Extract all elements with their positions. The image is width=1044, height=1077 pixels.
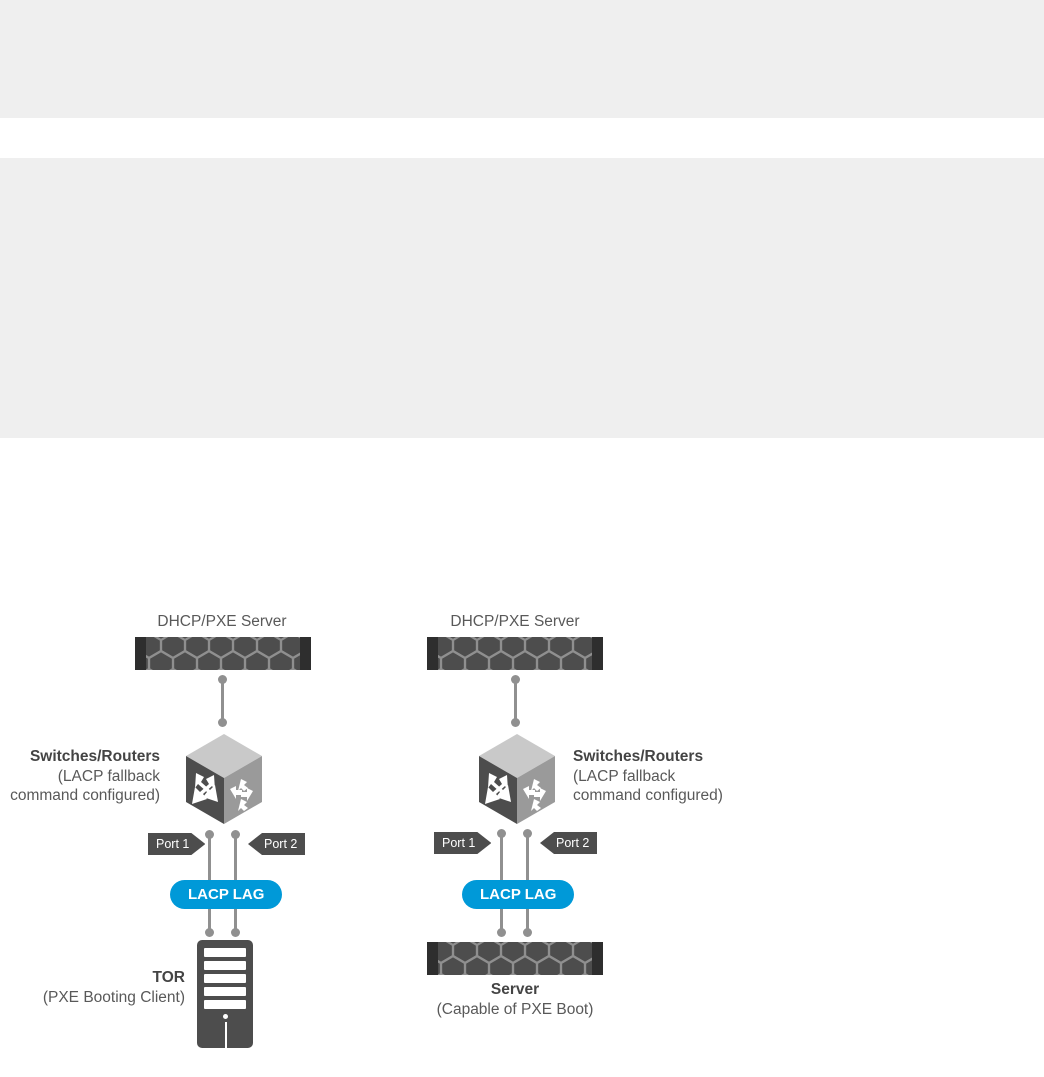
rack-server-icon (427, 637, 603, 670)
switch-router-label-left: Switches/Routers (LACP fallback command … (10, 748, 160, 804)
port-1-tag-right: Port 1 (434, 832, 491, 854)
diagram-column-left: DHCP/PXE Server (0, 560, 480, 1077)
dhcp-pxe-server-label-right: DHCP/PXE Server (450, 613, 580, 630)
rack-server-icon (135, 637, 311, 670)
link-rack-to-switch (514, 679, 517, 721)
link-dot (231, 928, 240, 937)
server-client-label: Server (Capable of PXE Boot) (436, 981, 594, 1018)
port-2-tag-right: Port 2 (540, 832, 598, 854)
link-dot (523, 928, 532, 937)
network-switch-icon (476, 732, 558, 826)
tower-computer-icon (197, 940, 253, 1048)
link-dot (205, 928, 214, 937)
content-block-lower (0, 158, 1044, 438)
content-block-upper (0, 0, 1044, 118)
tor-client-label: TOR (PXE Booting Client) (42, 969, 185, 1006)
port-1-tag-left: Port 1 (148, 833, 205, 855)
lacp-lag-badge-right: LACP LAG (462, 880, 575, 909)
lacp-lag-badge-left: LACP LAG (170, 880, 283, 909)
link-dot (511, 718, 520, 727)
network-switch-icon (183, 732, 265, 826)
rack-server-icon (427, 942, 603, 975)
dhcp-pxe-server-label-left: DHCP/PXE Server (157, 613, 287, 630)
network-topology-diagram: DHCP/PXE Server (0, 560, 1044, 1077)
link-dot (497, 928, 506, 937)
switch-router-label-right: Switches/Routers (LACP fallback command … (573, 748, 723, 804)
link-rack-to-switch (221, 679, 224, 721)
link-dot (218, 718, 227, 727)
diagram-column-right: DHCP/PXE Server (292, 560, 772, 1077)
port-2-tag-left: Port 2 (248, 833, 306, 855)
